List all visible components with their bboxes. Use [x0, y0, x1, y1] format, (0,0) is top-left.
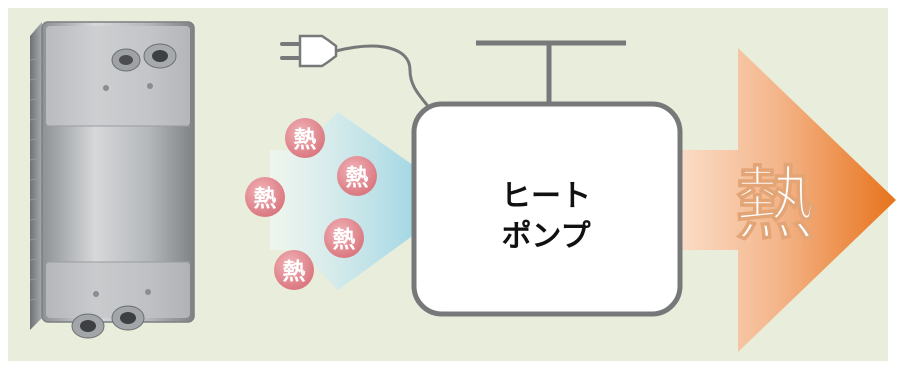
heat-exchanger-image — [29, 21, 195, 339]
port-top-right — [143, 43, 177, 69]
heat-bubble: 熱 — [285, 118, 325, 158]
heat-pump-label-line1: ヒート — [501, 179, 591, 214]
port-bottom-left — [71, 313, 105, 339]
port-top-left — [111, 48, 141, 72]
port-bottom-right — [111, 305, 145, 331]
output-heat-label: 熱 — [735, 158, 815, 251]
pump-pipe — [476, 40, 626, 102]
output-heat-arrow — [636, 48, 896, 352]
heat-bubble: 熱 — [274, 250, 314, 290]
heat-bubble-label: 熱 — [346, 165, 369, 191]
heat-bubble-label: 熱 — [254, 186, 277, 212]
input-heat-arrow — [270, 112, 462, 290]
heat-pump-box — [411, 101, 683, 317]
heat-bubble-label: 熱 — [333, 227, 356, 253]
heat-bubble: 熱 — [337, 156, 377, 196]
heat-bubble-label: 熱 — [283, 259, 306, 285]
heat-pump-label-line2: ポンプ — [501, 219, 591, 254]
heat-bubble: 熱 — [245, 177, 285, 217]
heat-bubble: 熱 — [324, 218, 364, 258]
heat-bubble-label: 熱 — [294, 127, 317, 153]
power-plug-icon — [280, 34, 434, 113]
